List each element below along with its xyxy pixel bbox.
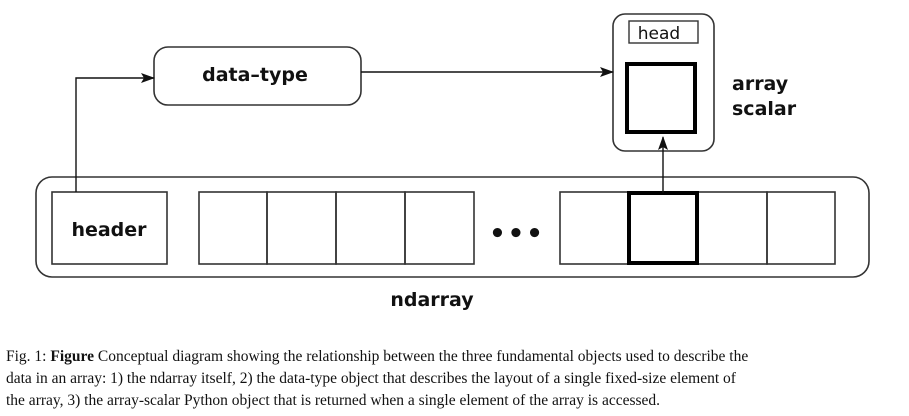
- header-to-datatype-arrow: [75, 73, 155, 192]
- figure-caption: Fig. 1: Figure Conceptual diagram showin…: [6, 346, 906, 412]
- array-element-cell: [766, 191, 836, 265]
- datatype-label: data–type: [202, 64, 308, 86]
- caption-prefix: Fig. 1:: [6, 348, 51, 365]
- array-element-cell: [697, 191, 768, 265]
- scalar-head-box: [628, 20, 699, 44]
- array-element-cell: [335, 191, 406, 265]
- header-label: header: [71, 219, 147, 241]
- caption-line-3: the array, 3) the array-scalar Python ob…: [6, 392, 661, 409]
- ndarray-label: ndarray: [390, 289, 474, 311]
- caption-text-1: Conceptual diagram showing the relations…: [93, 348, 749, 365]
- header-box: [51, 191, 168, 265]
- array-element-cell: [559, 191, 629, 265]
- array-scalar-label-line2: scalar: [732, 98, 797, 120]
- ndarray-concept-diagram: header ••• ndarray data–type head array …: [35, 13, 870, 311]
- array-element-cell: [198, 191, 268, 265]
- array-scalar-label-line1: array: [732, 73, 789, 95]
- scalar-value-box: [625, 62, 697, 134]
- accessed-element-cell: [627, 191, 699, 265]
- caption-line-1: Fig. 1: Figure Conceptual diagram showin…: [6, 346, 906, 368]
- caption-line-2: data in an array: 1) the ndarray itself,…: [6, 370, 736, 387]
- ndarray-container: [35, 176, 870, 278]
- array-element-cell: [266, 191, 337, 265]
- caption-bold-word: Figure: [50, 348, 94, 365]
- ellipsis-dots: •••: [489, 219, 545, 249]
- array-element-cell: [404, 191, 475, 265]
- scalar-head-label: head: [638, 24, 680, 44]
